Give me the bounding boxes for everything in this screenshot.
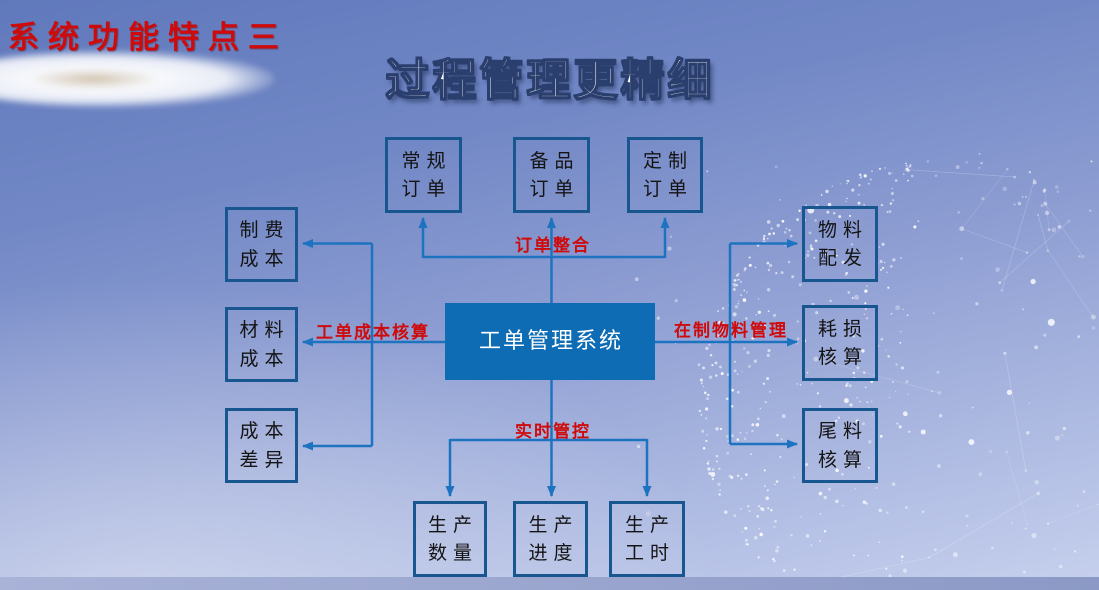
node-cost-variance: 成本 差异: [225, 408, 298, 483]
slide-badge: 系统功能特点三: [8, 20, 288, 56]
node-label-line: 耗损: [817, 317, 868, 340]
node-label-line: 生产: [528, 513, 579, 536]
node-loss-accounting: 耗损 核算: [802, 305, 878, 381]
node-label-line: 成本: [239, 420, 290, 443]
node-label-line: 配发: [817, 247, 868, 269]
flow-label-top: 订单整合: [515, 236, 591, 256]
center-system-label: 工单管理系统: [478, 328, 623, 354]
node-label-line: 材料: [239, 319, 290, 342]
node-label-line: 物料: [817, 218, 868, 241]
node-regular-order: 常规 订单: [385, 137, 462, 213]
node-label-line: 差异: [239, 448, 290, 471]
node-label-line: 制费: [239, 219, 290, 242]
page-title: 过程管理更精细: [385, 54, 715, 107]
node-label-line: 工时: [624, 542, 675, 564]
node-label-line: 常规: [401, 149, 452, 172]
node-label-line: 进度: [528, 542, 579, 564]
node-label-line: 备品: [529, 149, 580, 172]
center-system-node: 工单管理系统: [445, 303, 655, 380]
node-label-line: 数量: [427, 542, 478, 564]
flow-label-bottom: 实时管控: [515, 422, 591, 442]
node-prod-quantity: 生产 数量: [413, 501, 487, 577]
flow-label-left: 工单成本核算: [316, 323, 430, 343]
cloud-graphic: [0, 50, 275, 108]
node-label-line: 成本: [239, 247, 290, 270]
node-label-line: 订单: [529, 178, 580, 200]
bottom-edge-strip: [0, 577, 1099, 590]
node-label-line: 成本: [239, 347, 290, 370]
node-custom-order: 定制 订单: [627, 137, 703, 213]
node-mfg-cost: 制费 成本: [225, 207, 298, 282]
node-spare-order: 备品 订单: [513, 137, 590, 213]
node-label-line: 定制: [642, 149, 693, 172]
node-label-line: 核算: [817, 448, 868, 471]
node-label-line: 订单: [401, 178, 452, 200]
flow-label-right: 在制物料管理: [674, 321, 788, 341]
node-material-dispatch: 物料 配发: [802, 206, 878, 282]
node-prod-progress: 生产 进度: [513, 501, 588, 577]
node-label-line: 生产: [624, 513, 675, 536]
node-label-line: 生产: [427, 513, 478, 536]
node-prod-hours: 生产 工时: [609, 501, 685, 577]
node-label-line: 订单: [642, 178, 693, 200]
node-label-line: 核算: [817, 346, 868, 368]
node-material-cost: 材料 成本: [225, 307, 298, 382]
node-label-line: 尾料: [817, 420, 868, 443]
node-tail-accounting: 尾料 核算: [802, 408, 878, 483]
